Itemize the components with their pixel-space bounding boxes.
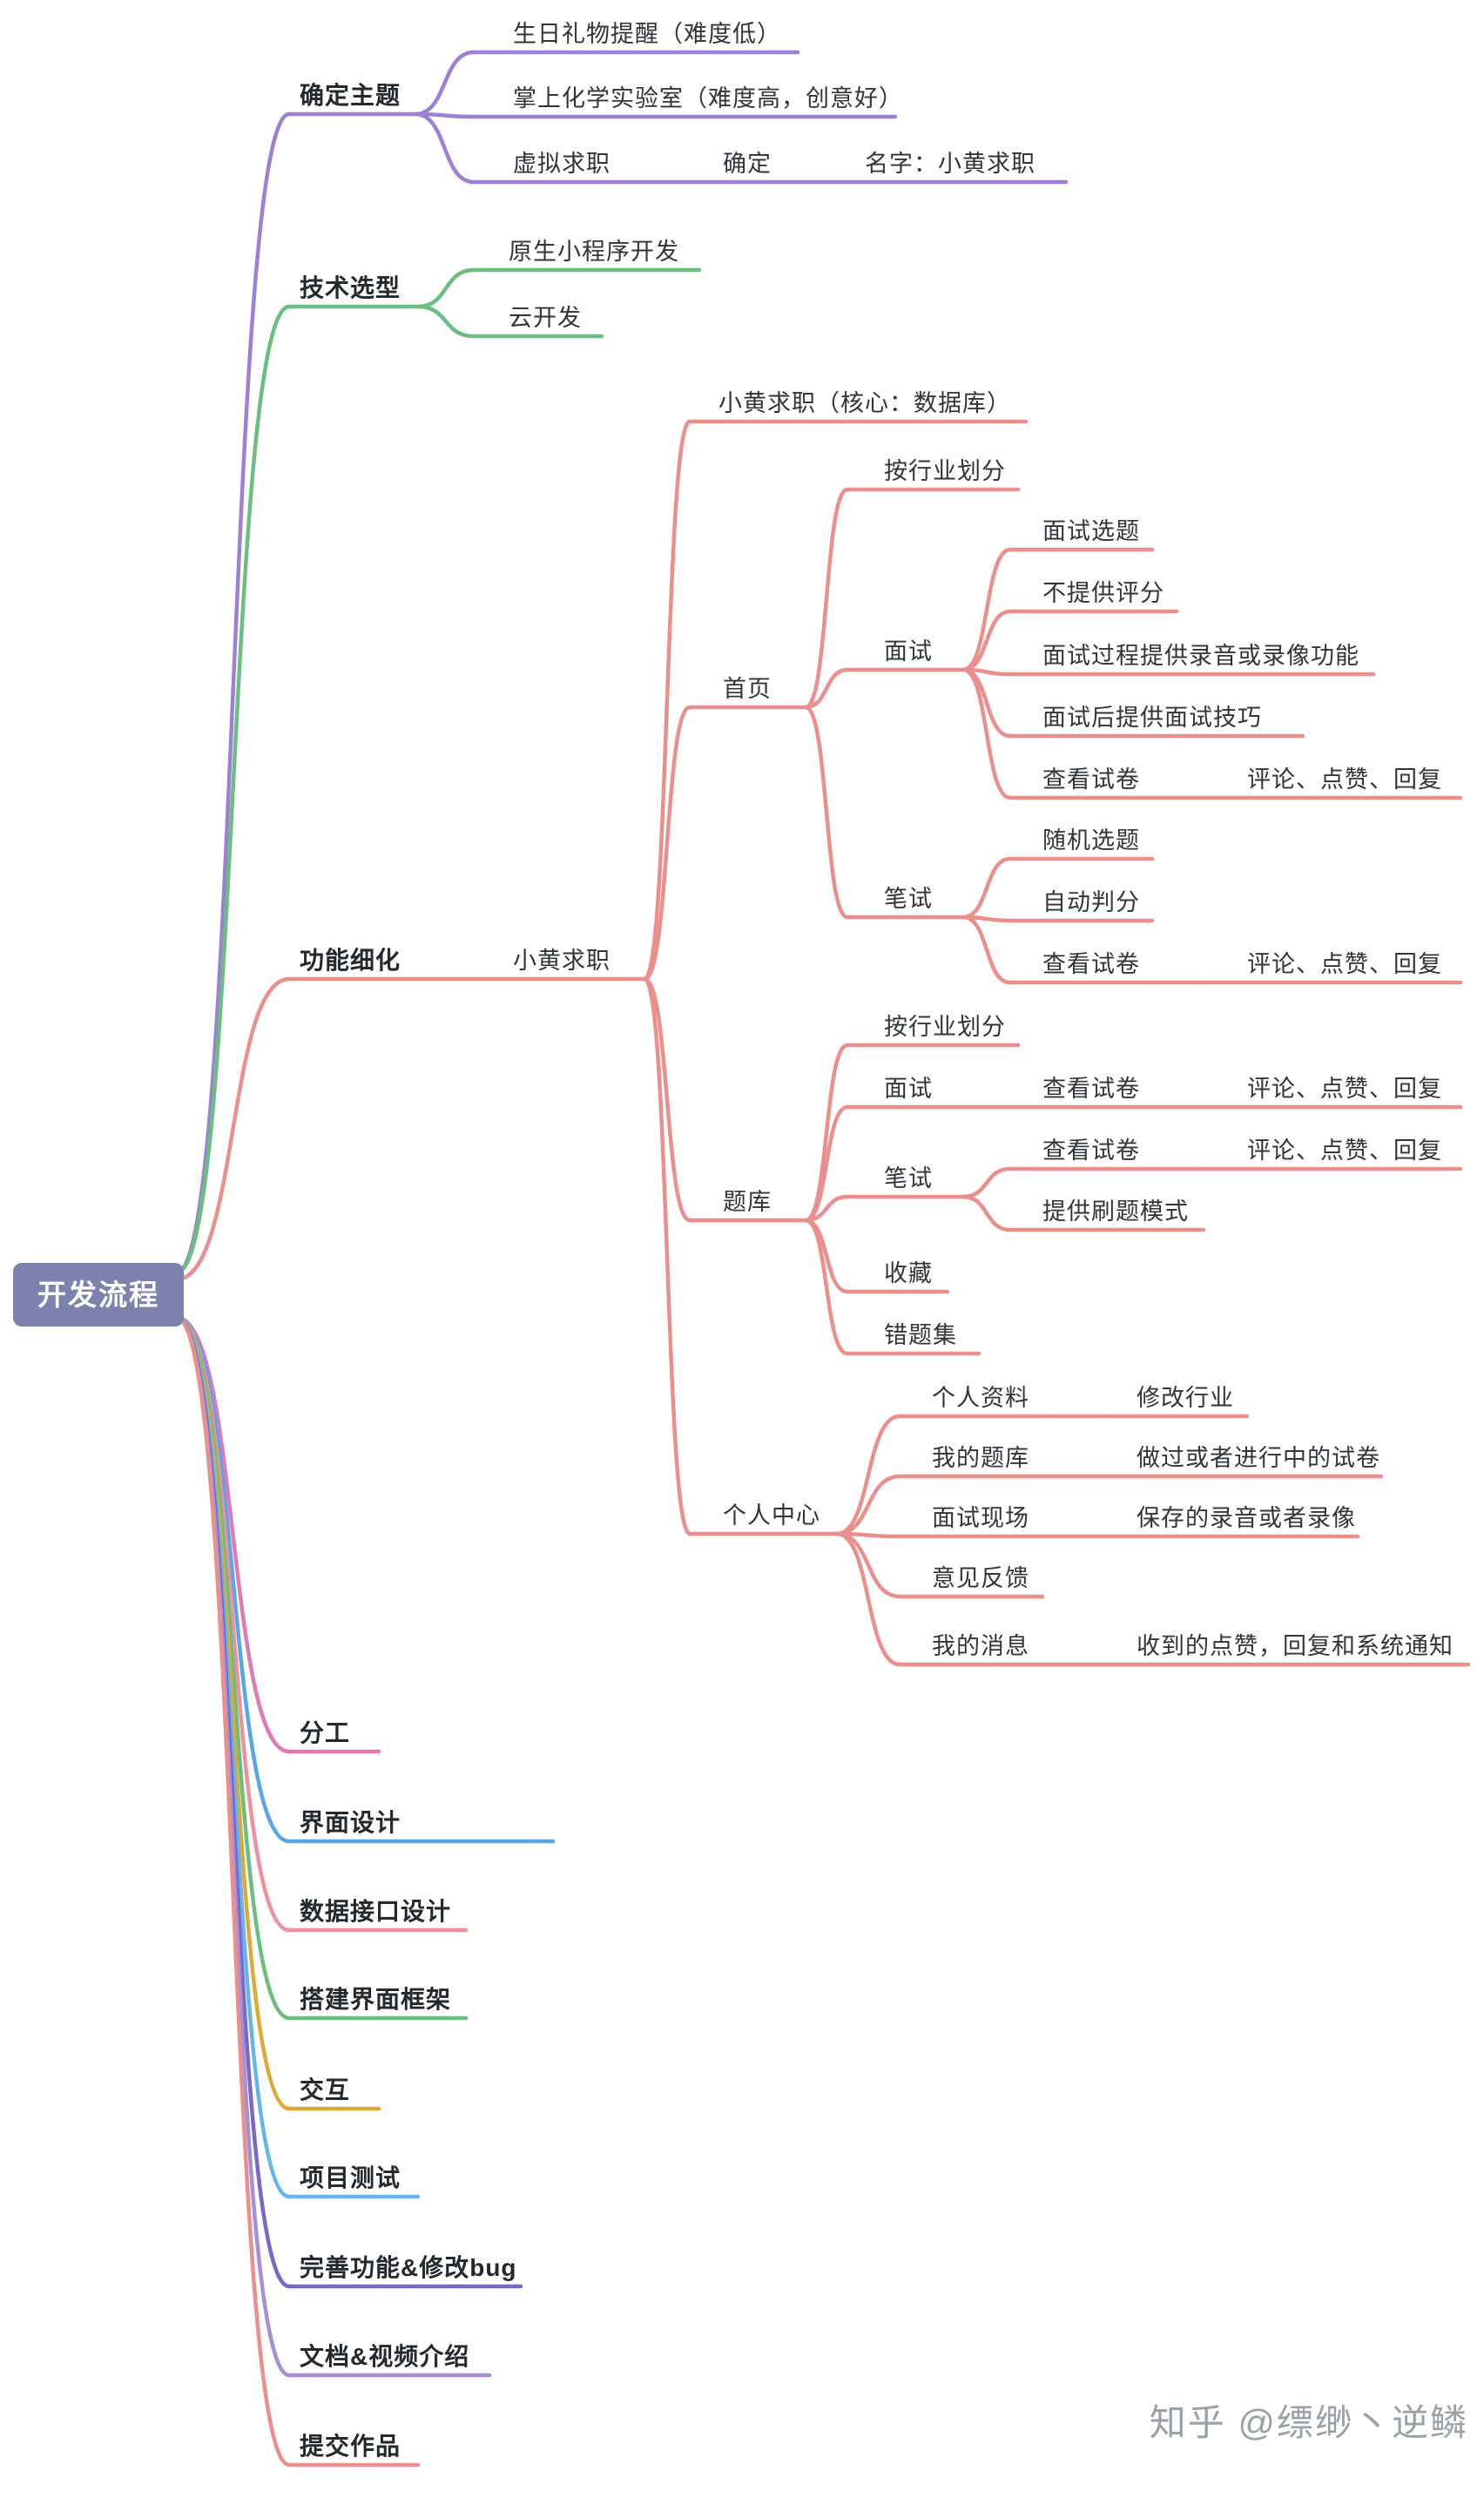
node-theme-job-status[interactable]: 确定 [723, 151, 772, 177]
node-app-core[interactable]: 小黄求职（核心：数据库） [718, 390, 1011, 416]
watermark: 知乎 @缥缈丶逆鳞 [1149, 2402, 1468, 2443]
node-bank-interview-comment[interactable]: 评论、点赞、回复 [1247, 1076, 1442, 1102]
node-func[interactable]: 功能细化 [300, 947, 401, 974]
root-node-badge[interactable]: 开发流程 [13, 1263, 184, 1327]
node-theme-gift[interactable]: 生日礼物提醒（难度低） [513, 21, 781, 47]
node-bank[interactable]: 题库 [723, 1189, 772, 1215]
node-personal-profile[interactable]: 个人资料 [932, 1385, 1029, 1411]
node-home-written[interactable]: 笔试 [884, 886, 933, 912]
node-bank-interview-view[interactable]: 查看试卷 [1042, 1076, 1140, 1102]
node-ui-design[interactable]: 界面设计 [300, 1809, 401, 1836]
node-interview-view[interactable]: 查看试卷 [1042, 766, 1140, 793]
node-bank-favorite[interactable]: 收藏 [884, 1260, 933, 1286]
node-bank-industry[interactable]: 按行业划分 [884, 1014, 1006, 1040]
node-interview-view-comment[interactable]: 评论、点赞、回复 [1247, 766, 1442, 793]
node-data-api[interactable]: 数据接口设计 [300, 1898, 452, 1925]
node-bank-written-view[interactable]: 查看试卷 [1042, 1138, 1140, 1164]
node-written-random[interactable]: 随机选题 [1042, 827, 1140, 854]
node-bank-interview[interactable]: 面试 [884, 1076, 933, 1102]
node-written-view-comment[interactable]: 评论、点赞、回复 [1247, 951, 1442, 977]
node-bank-written-mode[interactable]: 提供刷题模式 [1042, 1198, 1189, 1225]
node-personal-message[interactable]: 我的消息 [932, 1633, 1029, 1659]
node-docs-video[interactable]: 文档&视频介绍 [300, 2343, 470, 2370]
node-personal-mybank-detail[interactable]: 做过或者进行中的试卷 [1137, 1445, 1380, 1471]
node-bank-wrong-set[interactable]: 错题集 [884, 1322, 957, 1348]
node-bank-written[interactable]: 笔试 [884, 1165, 933, 1192]
node-tech[interactable]: 技术选型 [300, 274, 401, 301]
node-app[interactable]: 小黄求职 [513, 948, 610, 974]
node-home-industry[interactable]: 按行业划分 [884, 458, 1006, 484]
node-written-view[interactable]: 查看试卷 [1042, 951, 1140, 977]
node-theme[interactable]: 确定主题 [300, 82, 401, 109]
node-personal-mybank[interactable]: 我的题库 [932, 1445, 1029, 1471]
node-tech-native[interactable]: 原生小程序开发 [509, 239, 679, 265]
node-bank-written-comment[interactable]: 评论、点赞、回复 [1247, 1138, 1442, 1164]
node-home[interactable]: 首页 [723, 676, 772, 702]
node-theme-job-name[interactable]: 名字：小黄求职 [865, 151, 1035, 177]
node-framework[interactable]: 搭建界面框架 [300, 1986, 452, 2013]
node-interaction[interactable]: 交互 [300, 2076, 351, 2103]
node-interview-noscore[interactable]: 不提供评分 [1042, 580, 1164, 606]
node-home-interview[interactable]: 面试 [884, 638, 933, 665]
node-division[interactable]: 分工 [300, 1719, 351, 1746]
node-interview-topic[interactable]: 面试选题 [1042, 518, 1140, 544]
node-personal-scene[interactable]: 面试现场 [932, 1505, 1029, 1531]
node-personal-message-detail[interactable]: 收到的点赞，回复和系统通知 [1137, 1633, 1454, 1659]
node-interview-tips[interactable]: 面试后提供面试技巧 [1042, 705, 1262, 731]
node-theme-job[interactable]: 虚拟求职 [513, 151, 610, 177]
node-interview-record[interactable]: 面试过程提供录音或录像功能 [1042, 643, 1359, 669]
node-personal-scene-detail[interactable]: 保存的录音或者录像 [1137, 1505, 1356, 1531]
node-personal[interactable]: 个人中心 [723, 1502, 820, 1529]
node-personal-feedback[interactable]: 意见反馈 [932, 1565, 1029, 1591]
node-submit[interactable]: 提交作品 [300, 2433, 401, 2460]
node-fix-bug[interactable]: 完善功能&修改bug [300, 2254, 517, 2281]
node-tech-cloud[interactable]: 云开发 [509, 305, 582, 331]
node-theme-chem[interactable]: 掌上化学实验室（难度高，创意好） [513, 85, 903, 111]
node-testing[interactable]: 项目测试 [300, 2164, 401, 2191]
node-written-auto[interactable]: 自动判分 [1042, 889, 1140, 915]
node-personal-profile-detail[interactable]: 修改行业 [1137, 1385, 1234, 1411]
